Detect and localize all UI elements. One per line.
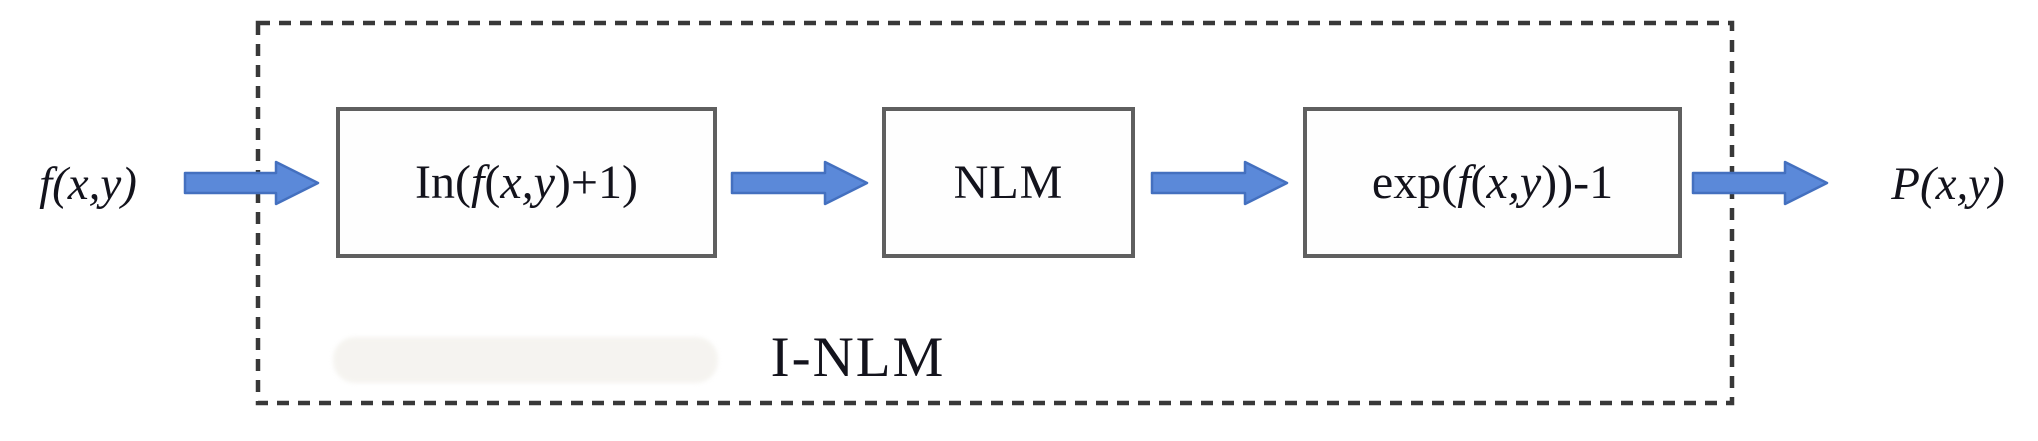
inlm-group-boundary: [255, 20, 1735, 406]
group-label: I-NLM: [770, 325, 946, 389]
nlm-to-exp-arrow-icon: [1150, 160, 1289, 206]
process-box-log-label: In(f(x,y)+1): [415, 156, 638, 209]
process-box-nlm-label: NLM: [953, 156, 1064, 209]
process-box-exp-label: exp(f(x,y))-1: [1371, 156, 1614, 209]
exp-to-output-arrow-icon: [1691, 160, 1829, 206]
faint-artifact: [333, 337, 718, 383]
log-to-nlm-arrow-icon: [730, 160, 869, 206]
input-label: f(x,y): [39, 158, 137, 210]
process-box-log-transform: In(f(x,y)+1): [336, 107, 717, 258]
output-label: P(x,y): [1891, 158, 2005, 210]
process-box-exp-transform: exp(f(x,y))-1: [1303, 107, 1682, 258]
input-to-log-arrow-icon: [183, 160, 320, 206]
process-box-nlm: NLM: [882, 107, 1135, 258]
